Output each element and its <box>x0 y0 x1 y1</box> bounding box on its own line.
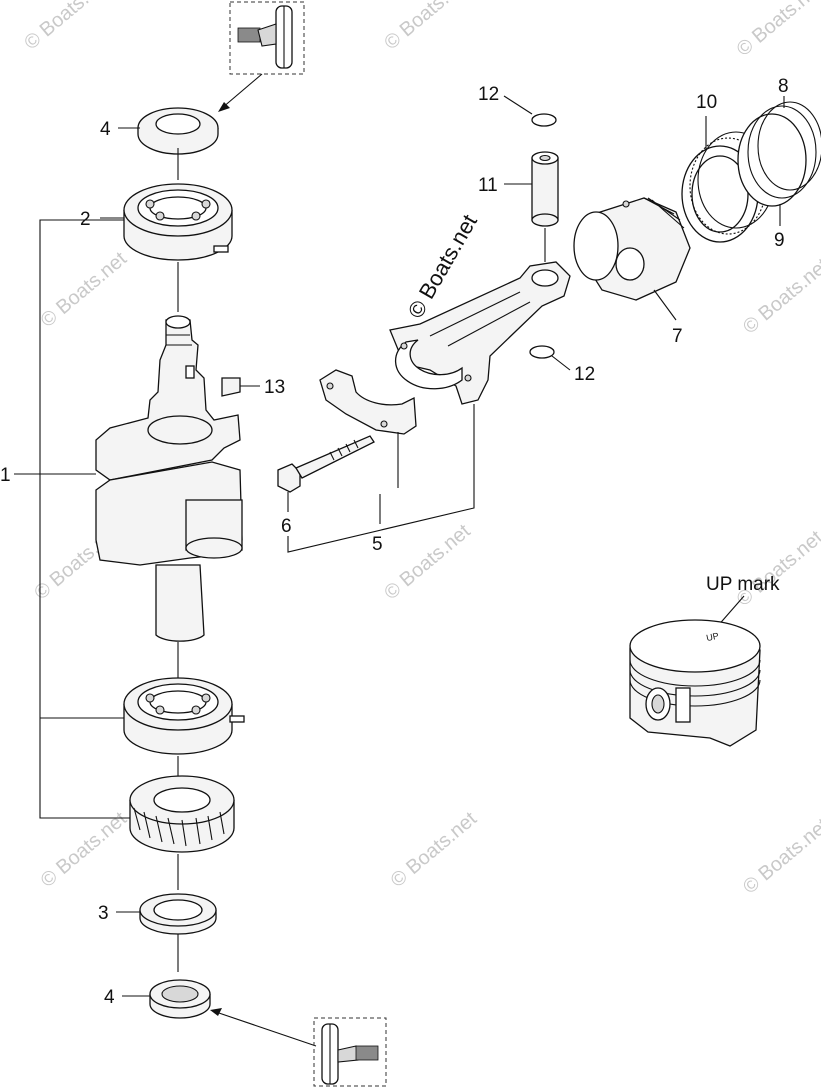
arrow-head <box>210 1008 222 1016</box>
watermark: © Boats.net <box>380 520 475 604</box>
watermark: © Boats.net <box>387 808 482 892</box>
piston-pin-clip-top <box>531 113 557 127</box>
leader-7 <box>653 289 677 321</box>
leader-12-top <box>503 95 533 115</box>
oil-seal-top <box>137 107 219 155</box>
crankshaft <box>95 315 243 642</box>
callout-10: 10 <box>696 92 717 113</box>
callout-6: 6 <box>281 516 292 537</box>
leader-arrow-top <box>221 73 263 109</box>
assembly-bracket-1 <box>14 219 130 819</box>
watermark: © Boats.net <box>380 0 475 54</box>
callout-7: 7 <box>672 326 683 347</box>
piston-up-stamp: UP <box>705 631 719 643</box>
up-mark-label: UP mark <box>706 574 780 595</box>
callout-12-top: 12 <box>478 84 499 105</box>
piston-pin-clip-bottom <box>529 345 555 359</box>
leader-arrow-bottom <box>215 1011 317 1047</box>
callout-8: 8 <box>778 76 789 97</box>
connecting-rod-cap <box>319 369 417 435</box>
callout-3: 3 <box>98 903 109 924</box>
watermark: © Boats.net <box>733 526 821 610</box>
connecting-rod-bolt <box>277 435 375 493</box>
ball-bearing-lower <box>123 677 245 755</box>
callout-12-bottom: 12 <box>574 364 595 385</box>
callout-4-top: 4 <box>100 119 111 140</box>
crankshaft-gear <box>129 775 235 853</box>
spacer-ring <box>139 893 217 935</box>
compression-rings <box>737 101 821 207</box>
watermark: © Boats.net <box>20 0 115 54</box>
callout-11: 11 <box>478 175 498 196</box>
piston-pin <box>531 151 559 227</box>
callout-9: 9 <box>774 230 785 251</box>
seal-detail-inset-top <box>229 1 305 75</box>
callout-13: 13 <box>264 377 285 398</box>
assembly-bracket-5 <box>287 404 475 553</box>
watermark: © Boats.net <box>733 0 821 61</box>
seal-detail-inset-bottom <box>313 1017 387 1087</box>
callout-5: 5 <box>372 534 383 555</box>
woodruff-key <box>221 377 241 397</box>
callout-4-bottom: 4 <box>104 987 115 1008</box>
oil-seal-bottom <box>149 979 211 1019</box>
watermark: © Boats.net <box>37 248 132 332</box>
ball-bearing-upper <box>123 183 233 261</box>
piston-up-mark-view: UP <box>629 619 761 747</box>
watermark: © Boats.net <box>739 814 821 898</box>
arrow-head <box>218 102 230 112</box>
watermark: © Boats.net <box>739 254 821 338</box>
watermark: © Boats.net <box>37 808 132 892</box>
connecting-rod <box>389 261 571 405</box>
callout-1: 1 <box>0 465 11 486</box>
leader-12-bottom <box>551 355 571 371</box>
piston <box>573 197 691 301</box>
